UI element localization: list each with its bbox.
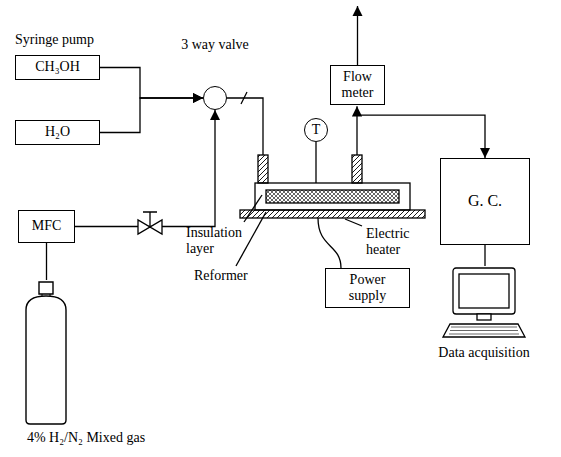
gas-cylinder: 4% H₂/N₂ Mixed gas bbox=[18, 280, 74, 425]
reagent-box: H₂O bbox=[15, 120, 100, 145]
reagent-box: CH₃OH bbox=[15, 55, 100, 80]
three-way-valve: 3 way valve bbox=[203, 86, 227, 110]
leader-line bbox=[244, 195, 262, 222]
leader-line bbox=[345, 219, 362, 226]
node-text: H₂O bbox=[45, 124, 70, 140]
part-label: Reformer bbox=[194, 268, 264, 284]
electric-heater bbox=[240, 210, 425, 218]
computer-outline bbox=[440, 266, 528, 340]
node-text: CH₃OH bbox=[35, 59, 80, 75]
pipe-connector bbox=[100, 68, 203, 99]
pipe-connector bbox=[100, 98, 203, 133]
pipe-connector bbox=[46, 243, 47, 280]
thermocouple: T bbox=[304, 118, 328, 142]
exhaust-pipe bbox=[357, 6, 358, 65]
gas-chromatograph: G. C. bbox=[440, 158, 530, 245]
insulation-layer bbox=[255, 183, 410, 210]
part-label: Insulation layer bbox=[186, 225, 252, 257]
part-label: Syringe pump bbox=[15, 32, 135, 48]
inlet-tube bbox=[258, 155, 268, 183]
needle-valve bbox=[138, 212, 162, 234]
node-text: 4% H₂/N₂ Mixed gas bbox=[27, 430, 145, 446]
node-text: G. C. bbox=[468, 192, 502, 210]
pipe-connector bbox=[484, 245, 485, 266]
thermocouple-stem bbox=[315, 142, 316, 183]
outlet-tube bbox=[352, 155, 362, 183]
cylinder-outline bbox=[18, 280, 74, 425]
node-text: T bbox=[312, 122, 321, 138]
product-pipe bbox=[356, 106, 357, 155]
node-text: MFC bbox=[32, 218, 62, 234]
feed-pipe bbox=[227, 98, 263, 155]
pipe-mark bbox=[241, 92, 247, 104]
power-supply-box: Power supply bbox=[325, 268, 410, 308]
node-text: Power supply bbox=[331, 272, 404, 304]
computer: Data acquisition bbox=[440, 266, 528, 340]
part-label: Electric heater bbox=[366, 226, 428, 258]
mass-flow-controller: MFC bbox=[18, 210, 75, 243]
node-text: Data acquisition bbox=[438, 345, 529, 361]
reformer-core bbox=[266, 190, 399, 203]
sample-pipe bbox=[357, 115, 485, 158]
node-text: 3 way valve bbox=[181, 37, 249, 53]
flow-meter: Flow meter bbox=[330, 65, 385, 105]
power-wire bbox=[318, 218, 341, 268]
node-text: Flow meter bbox=[336, 69, 379, 101]
